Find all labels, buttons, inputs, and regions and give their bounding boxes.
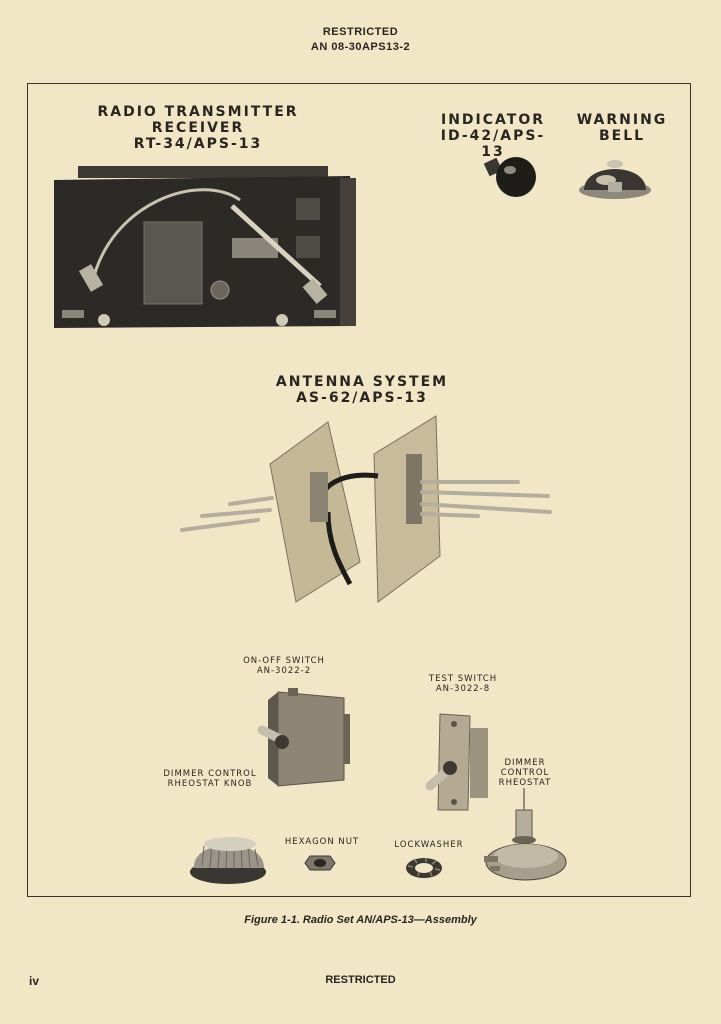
lockwasher-illustration	[406, 858, 442, 878]
warning-bell-label: WARNING BELL	[576, 112, 668, 145]
transmitter-label: RADIO TRANSMITTER RECEIVER RT-34/APS-13	[97, 104, 299, 153]
figure-caption: Figure 1-1. Radio Set AN/APS-13—Assembly	[244, 914, 477, 926]
hexagon-nut-label: HEXAGON NUT	[284, 837, 360, 847]
antenna-label: ANTENNA SYSTEM AS-62/APS-13	[275, 374, 449, 407]
indicator-illustration	[484, 157, 536, 197]
transmitter-receiver-illustration	[54, 166, 356, 328]
figure-frame	[27, 83, 691, 897]
page-number: iv	[29, 974, 40, 988]
hexagon-nut-illustration	[304, 855, 336, 871]
onoff-switch-label: ON-OFF SWITCH AN-3022-2	[243, 656, 325, 676]
test-switch-illustration	[425, 713, 488, 811]
onoff-switch-illustration	[257, 688, 350, 787]
footer-classification: RESTRICTED	[325, 974, 396, 986]
dimmer-knob-illustration	[190, 837, 266, 884]
header-classification: RESTRICTED	[322, 26, 399, 38]
dimmer-rheostat-label: DIMMER CONTROL RHEOSTAT	[498, 758, 552, 788]
indicator-label: INDICATOR ID-42/APS-13	[440, 112, 546, 161]
document-number: AN 08-30APS13-2	[310, 41, 411, 53]
test-switch-label: TEST SWITCH AN-3022-8	[428, 674, 498, 694]
antenna-system-illustration	[180, 415, 552, 603]
lockwasher-label: LOCKWASHER	[394, 840, 464, 850]
warning-bell-illustration	[579, 160, 651, 199]
dimmer-knob-label: DIMMER CONTROL RHEOSTAT KNOB	[163, 769, 257, 789]
dimmer-rheostat-illustration	[484, 788, 567, 881]
